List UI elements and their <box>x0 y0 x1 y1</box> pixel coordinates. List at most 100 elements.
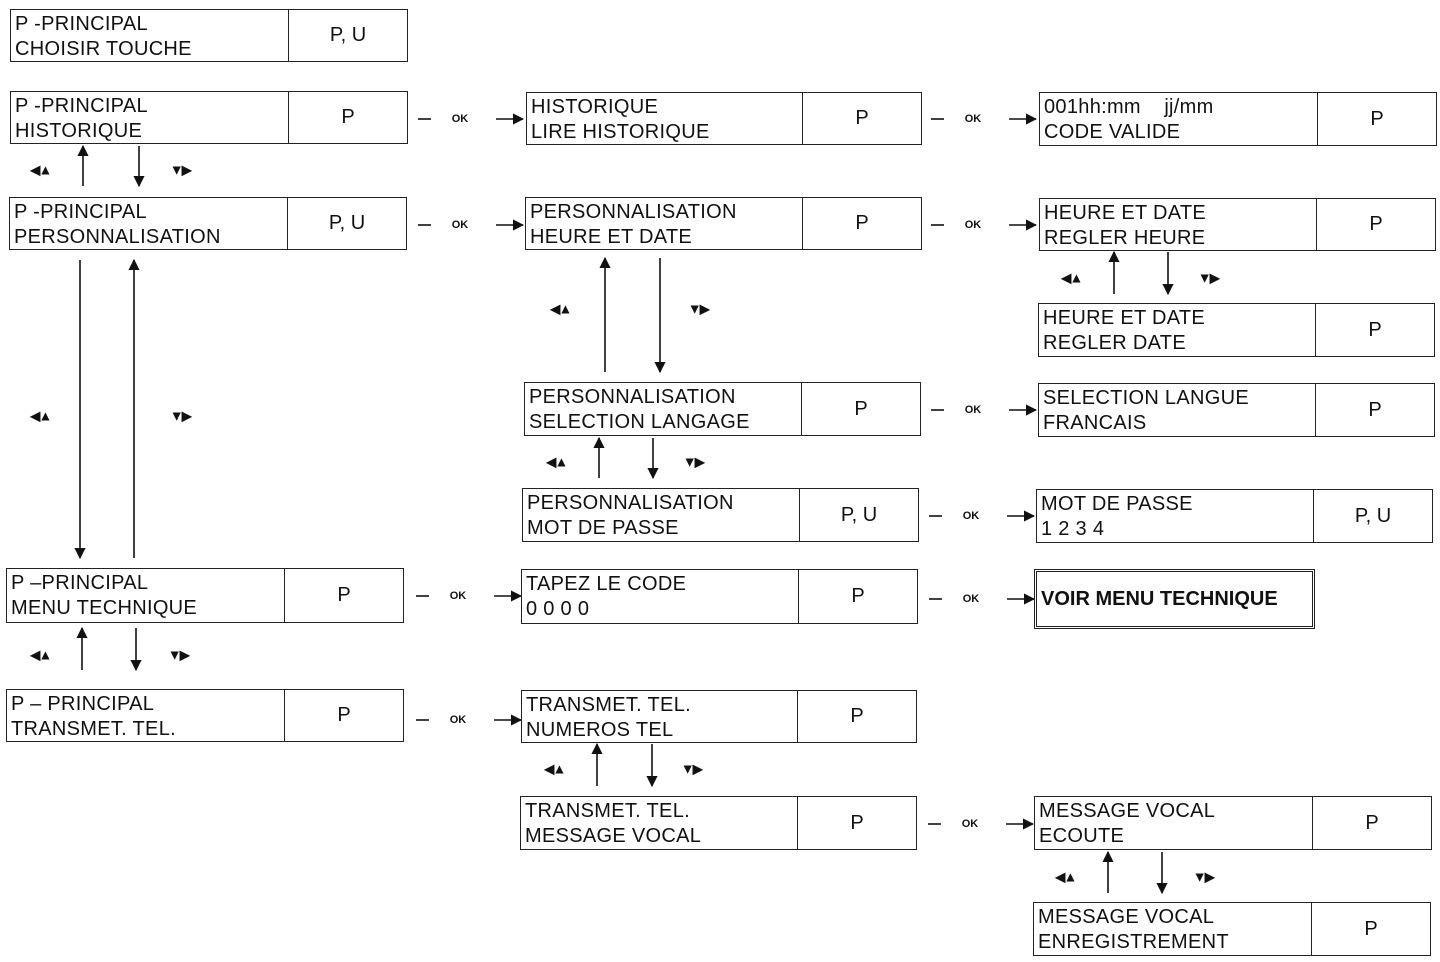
box-code: P <box>337 704 351 726</box>
box-line: TRANSMET. TEL. <box>11 718 176 740</box>
box-line: 0 0 0 0 <box>526 598 590 620</box>
menu-box-main-technique: P –PRINCIPAL MENU TECHNIQUE P <box>6 568 404 623</box>
menu-box-trans-message: TRANSMET. TEL.MESSAGE VOCAL P <box>520 796 917 850</box>
up-nav-symbol: ◀▲ <box>543 760 567 777</box>
box-line: ECOUTE <box>1039 825 1125 847</box>
box-line: 001hh:mm jj/mm <box>1044 96 1214 118</box>
box-line: MOT DE PASSE <box>1041 493 1193 515</box>
up-nav-symbol: ◀▲ <box>549 300 573 317</box>
box-line: REGLER HEURE <box>1044 227 1206 249</box>
menu-box-hd-heure: HEURE ET DATE REGLER HEURE P <box>1039 198 1436 251</box>
voir-menu-technique-box: VOIR MENU TECHNIQUE <box>1034 569 1315 629</box>
menu-box-perso-langage: PERSONNALISATION SELECTION LANGAGE P <box>524 382 921 436</box>
ok-label: OK <box>964 404 982 416</box>
up-nav-symbol: ◀▲ <box>1060 269 1084 286</box>
box-line: MESSAGE VOCAL <box>1038 906 1215 928</box>
menu-box-trans-numeros: TRANSMET. TEL. NUMEROS TEL P <box>521 690 917 743</box>
special-box-label: VOIR MENU TECHNIQUE <box>1041 587 1278 610</box>
ok-label: OK <box>964 219 982 231</box>
box-code: P <box>1368 318 1382 341</box>
menu-box-main-historique: P -PRINCIPAL HISTORIQUE P <box>10 91 408 144</box>
up-nav-symbol: ◀▲ <box>545 453 569 470</box>
down-nav-symbol: ▼▶ <box>1192 868 1216 885</box>
box-code: P <box>337 584 351 606</box>
box-line: CODE VALIDE <box>1044 121 1181 143</box>
up-nav-symbol: ◀▲ <box>1054 868 1078 885</box>
box-code: P, U <box>329 24 367 46</box>
ok-label: OK <box>449 714 467 726</box>
up-nav-symbol: ◀▲ <box>29 407 53 424</box>
box-line: LIRE HISTORIQUE <box>531 121 710 143</box>
box-line: PERSONNALISATION <box>530 201 737 223</box>
box-code: P <box>855 212 869 234</box>
box-code: P <box>850 705 864 727</box>
box-code: P <box>1365 811 1379 834</box>
box-line: CHOISIR TOUCHE <box>15 38 192 60</box>
box-line: MESSAGE VOCAL <box>525 825 702 847</box>
menu-box-main-touche: P -PRINCIPAL CHOISIR TOUCHE P, U <box>10 9 408 62</box>
box-line: P –PRINCIPAL <box>11 572 149 594</box>
box-code: P <box>850 811 864 834</box>
box-line: FRANCAIS <box>1043 412 1147 434</box>
up-nav-symbol: ◀▲ <box>29 646 53 663</box>
box-line: TAPEZ LE CODE <box>526 573 687 595</box>
down-nav-symbol: ▼▶ <box>169 407 193 424</box>
down-nav-symbol: ▼▶ <box>167 646 191 663</box>
menu-box-hd-date: HEURE ET DATE REGLER DATE P <box>1038 303 1435 357</box>
box-code: P <box>341 106 355 128</box>
box-code: P, U <box>1354 504 1392 527</box>
box-code: P, U <box>840 503 878 526</box>
down-nav-symbol: ▼▶ <box>682 453 706 470</box>
box-line: PERSONNALISATION <box>14 226 221 248</box>
box-line: HEURE ET DATE <box>1044 202 1207 224</box>
ok-label: OK <box>964 113 982 125</box>
ok-label: OK <box>962 593 980 605</box>
menu-box-hist-lire: HISTORIQUE LIRE HISTORIQUE P <box>526 92 922 145</box>
box-code: P <box>855 107 869 129</box>
box-code: P, U <box>328 212 366 234</box>
box-line: HISTORIQUE <box>15 120 143 142</box>
menu-box-mdp-value: MOT DE PASSE 1 2 3 4 P, U <box>1036 489 1433 543</box>
box-line: MENU TECHNIQUE <box>11 597 198 619</box>
ok-label: OK <box>962 510 980 522</box>
box-line: P – PRINCIPAL <box>11 693 155 715</box>
box-code: P <box>1364 917 1378 940</box>
box-code: P <box>1370 107 1384 130</box>
box-line: ENREGISTREMENT <box>1038 931 1229 953</box>
box-line: HEURE ET DATE <box>1043 307 1206 329</box>
box-line: P -PRINCIPAL <box>14 201 147 223</box>
menu-box-main-transmet: P – PRINCIPAL TRANSMET. TEL. P <box>6 689 404 742</box>
down-nav-symbol: ▼▶ <box>169 161 193 178</box>
box-line: PERSONNALISATION <box>529 386 736 408</box>
down-nav-symbol: ▼▶ <box>1197 269 1221 286</box>
box-line: TRANSMET. TEL. <box>526 694 691 716</box>
ok-label: OK <box>451 113 469 125</box>
ok-label: OK <box>449 590 467 602</box>
box-line: MOT DE PASSE <box>527 517 679 539</box>
ok-label: OK <box>451 219 469 231</box>
box-line: PERSONNALISATION <box>527 492 734 514</box>
box-line: NUMEROS TEL <box>526 719 674 741</box>
box-line: P -PRINCIPAL <box>15 95 148 117</box>
menu-box-sel-langue: SELECTION LANGUE FRANCAIS P <box>1038 383 1435 437</box>
box-line: HISTORIQUE <box>531 96 659 118</box>
box-code: P <box>1369 213 1383 235</box>
down-nav-symbol: ▼▶ <box>687 300 711 317</box>
menu-box-main-perso: P -PRINCIPAL PERSONNALISATION P, U <box>9 197 407 250</box>
menu-box-msg-ecoute: MESSAGE VOCAL ECOUTE P <box>1034 796 1432 850</box>
box-code: P <box>854 397 868 420</box>
down-nav-symbol: ▼▶ <box>680 760 704 777</box>
box-line: MESSAGE VOCAL <box>1039 800 1216 822</box>
box-code: P <box>1368 398 1382 421</box>
menu-box-msg-enreg: MESSAGE VOCAL ENREGISTREMENT P <box>1033 902 1431 956</box>
box-line: 1 2 3 4 <box>1041 518 1105 540</box>
box-line: HEURE ET DATE <box>530 226 693 248</box>
box-line: P -PRINCIPAL <box>15 13 148 35</box>
box-line: SELECTION LANGUE <box>1043 387 1249 409</box>
box-code: P <box>851 585 865 607</box>
box-line: SELECTION LANGAGE <box>529 411 750 433</box>
box-line: REGLER DATE <box>1043 332 1186 354</box>
menu-box-perso-mdp: PERSONNALISATION MOT DE PASSE P, U <box>522 488 919 542</box>
